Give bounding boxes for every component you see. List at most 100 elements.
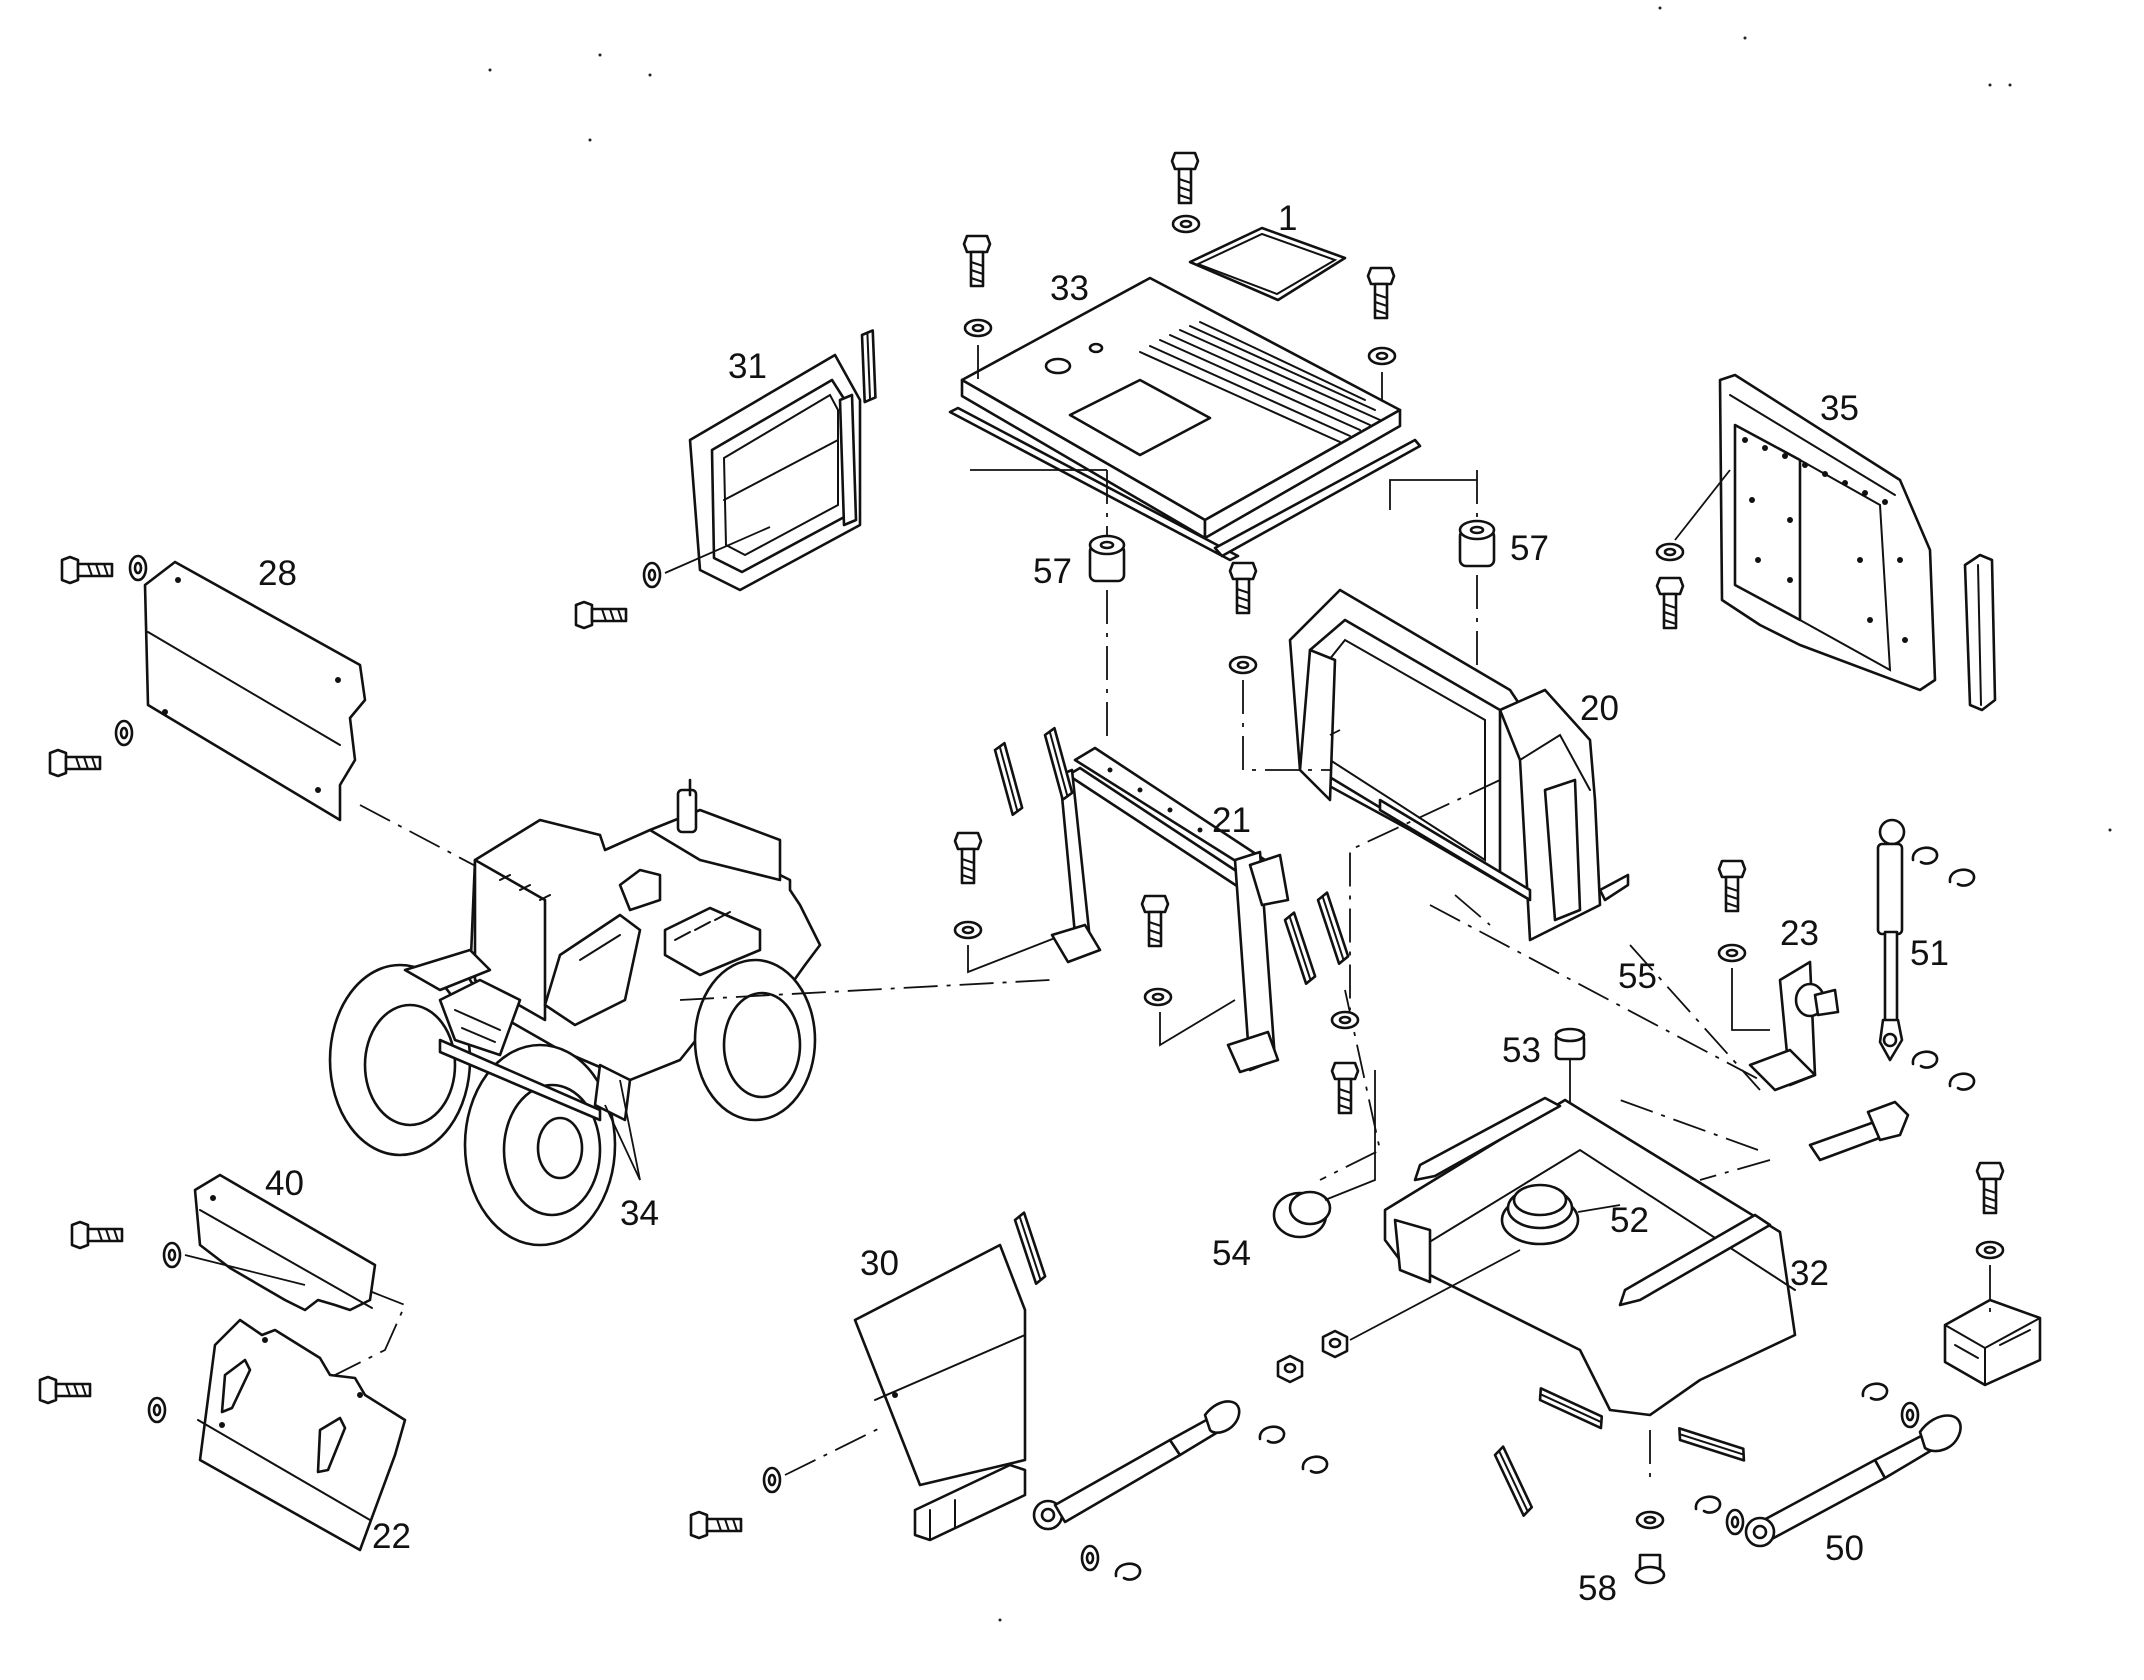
bolt-icon	[1655, 576, 1685, 630]
part-31-window-frame	[688, 353, 862, 592]
part-33-roof-panel	[948, 276, 1422, 562]
gas-strut	[1032, 1400, 1241, 1531]
callout-55: 55	[1618, 957, 1657, 996]
part-52-filler-cap	[1500, 1183, 1580, 1246]
washer-icon	[1975, 1240, 2005, 1260]
washer-icon	[1900, 1401, 1920, 1429]
seal-strip-icon	[1533, 1377, 1608, 1440]
part-20-cab-frame	[1288, 588, 1630, 942]
nut-icon	[1321, 1329, 1349, 1359]
callout-51: 51	[1910, 934, 1949, 973]
clip-icon	[1911, 846, 1939, 865]
washer-icon	[1080, 1544, 1100, 1572]
callout-52: 52	[1610, 1201, 1649, 1240]
seal-strip-icon	[993, 740, 1024, 818]
bolt-icon	[1140, 894, 1170, 948]
washer-icon	[762, 1466, 782, 1494]
seal-strip-icon	[1012, 1209, 1048, 1287]
bolt-icon	[1330, 1061, 1360, 1115]
callout-21: 21	[1212, 801, 1251, 840]
part-57-mount-left	[1088, 534, 1126, 583]
callout-32: 32	[1790, 1254, 1829, 1293]
washer-icon	[953, 920, 983, 940]
part-32-fuel-tank	[1383, 1096, 1797, 1417]
callout-20: 20	[1580, 689, 1619, 728]
block-part	[1943, 1298, 2042, 1387]
callout-53: 53	[1502, 1031, 1541, 1070]
part-58-drain-plug	[1634, 1553, 1666, 1585]
washer-icon	[642, 561, 662, 589]
callout-1: 1	[1278, 199, 1297, 238]
part-23-bracket	[1748, 960, 1840, 1092]
clip-icon	[1114, 1562, 1142, 1581]
callout-22: 22	[372, 1517, 411, 1556]
clip-icon	[1694, 1495, 1722, 1514]
bolt-icon	[1228, 561, 1258, 615]
part-22-panel	[197, 1318, 407, 1552]
part-35-seal-strip	[1963, 553, 1997, 712]
part-30-seal	[913, 1463, 1027, 1542]
bolt-icon	[48, 748, 102, 778]
part-34-tractor-overview	[328, 778, 822, 1247]
clip-icon	[1861, 1382, 1889, 1401]
part-53-grommet	[1554, 1027, 1586, 1061]
callout-23: 23	[1780, 914, 1819, 953]
washer-icon	[1725, 1508, 1745, 1536]
clip-icon	[1258, 1425, 1286, 1444]
washer-icon	[1228, 655, 1258, 675]
callout-40: 40	[265, 1164, 304, 1203]
part-50-gas-strut	[1744, 1414, 1962, 1548]
washer-icon	[1655, 542, 1685, 562]
part-35-rear-panel	[1718, 373, 1937, 692]
nut-icon	[1276, 1354, 1304, 1384]
callout-31: 31	[728, 347, 767, 386]
part-54-cap	[1272, 1190, 1332, 1239]
seal-strip-icon	[1492, 1442, 1535, 1521]
part-28-side-panel	[143, 560, 367, 822]
bolt-icon	[953, 831, 983, 885]
clip-icon	[1301, 1455, 1329, 1474]
bolt-icon	[1975, 1161, 2005, 1215]
clip-icon	[1948, 868, 1976, 887]
callout-34: 34	[620, 1194, 659, 1233]
washer-icon	[1143, 987, 1173, 1007]
callout-33: 33	[1050, 269, 1089, 308]
bolt-icon	[1170, 151, 1200, 205]
bolt-icon	[60, 555, 114, 585]
part-57-mount-right	[1458, 519, 1496, 568]
clip-icon	[1948, 1072, 1976, 1091]
bolt-icon	[70, 1220, 124, 1250]
callout-35: 35	[1820, 389, 1859, 428]
washer-icon	[1171, 214, 1201, 234]
part-51-gas-strut	[1876, 818, 1906, 1062]
seal-strip-icon	[851, 327, 886, 405]
seal-strip-icon	[1315, 889, 1351, 967]
long-bolt	[1808, 1100, 1910, 1162]
washer-icon	[114, 719, 134, 747]
bolt-icon	[574, 600, 628, 630]
washer-icon	[128, 554, 148, 582]
washer-icon	[1717, 943, 1747, 963]
washer-icon	[1330, 1010, 1360, 1030]
bolt-icon	[38, 1375, 92, 1405]
washer-icon	[1635, 1510, 1665, 1530]
bolt-icon	[1717, 859, 1747, 913]
washer-icon	[1367, 346, 1397, 366]
washer-icon	[963, 318, 993, 338]
clip-icon	[1911, 1050, 1939, 1069]
callout-54: 54	[1212, 1234, 1251, 1273]
bolt-icon	[1366, 266, 1396, 320]
bolt-icon	[689, 1510, 743, 1540]
callout-30: 30	[860, 1244, 899, 1283]
callout-58: 58	[1578, 1569, 1617, 1608]
seal-strip-icon	[1673, 1416, 1750, 1473]
part-30-door-panel	[853, 1243, 1027, 1487]
callout-57-left: 57	[1033, 552, 1072, 591]
callout-50: 50	[1825, 1529, 1864, 1568]
callout-28: 28	[258, 554, 297, 593]
part-1-cover-plate	[1188, 226, 1347, 302]
washer-icon	[147, 1396, 167, 1424]
part-21-frame	[1050, 746, 1290, 1074]
